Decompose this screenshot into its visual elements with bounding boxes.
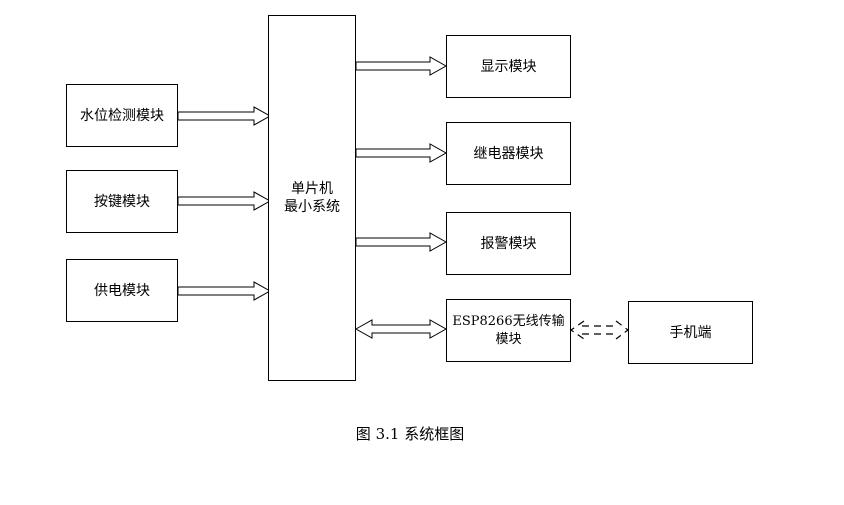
arrow-keys-to-mcu — [177, 191, 272, 211]
figure-caption: 图 3.1 系统框图 — [355, 425, 465, 443]
relay-module-label: 继电器模块 — [473, 145, 544, 162]
mcu-minimum-system: 单片机 最小系统 — [268, 15, 356, 381]
arrow-mcu-wifi-bidirectional — [354, 319, 448, 339]
display-module: 显示模块 — [446, 35, 571, 98]
esp8266-module: ESP8266无线传输 模块 — [446, 299, 571, 362]
alarm-module: 报警模块 — [446, 212, 571, 275]
esp8266-label-line1: ESP8266无线传输 — [452, 313, 565, 329]
arrow-mcu-to-display — [355, 56, 448, 76]
arrow-power-to-mcu — [177, 281, 272, 301]
alarm-module-label: 报警模块 — [480, 235, 537, 252]
phone-terminal: 手机端 — [628, 301, 753, 364]
key-module: 按键模块 — [66, 170, 178, 233]
esp8266-label-line2: 模块 — [495, 331, 522, 347]
dashed-arrow-wifi-phone — [569, 320, 585, 340]
key-module-label: 按键模块 — [94, 193, 150, 210]
arrow-mcu-to-relay — [355, 143, 448, 163]
power-module: 供电模块 — [66, 259, 178, 322]
power-module-label: 供电模块 — [94, 282, 150, 299]
mcu-label-line1: 单片机 — [291, 181, 333, 197]
phone-terminal-label: 手机端 — [669, 324, 712, 341]
arrow-mcu-to-alarm — [355, 232, 448, 252]
water-level-module: 水位检测模块 — [66, 84, 178, 147]
arrow-water-to-mcu — [177, 106, 272, 126]
display-module-label: 显示模块 — [480, 58, 537, 75]
water-level-module-label: 水位检测模块 — [80, 107, 164, 124]
mcu-label-line2: 最小系统 — [284, 199, 340, 215]
relay-module: 继电器模块 — [446, 122, 571, 185]
